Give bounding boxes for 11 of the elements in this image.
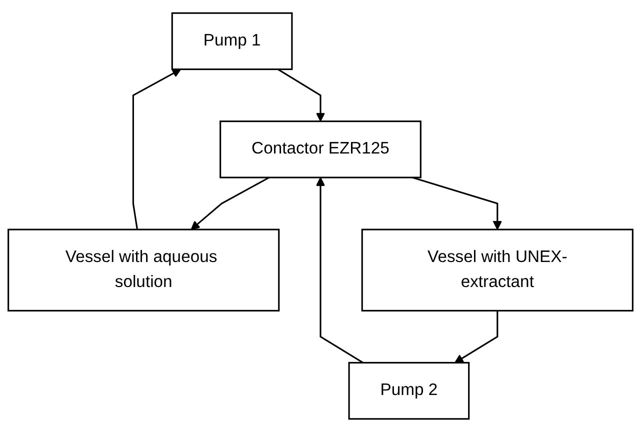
arrow [190, 176, 270, 230]
arrow [132, 68, 182, 230]
node-box: Pump 2 [348, 362, 470, 420]
node-box: Pump 1 [171, 12, 293, 70]
arrow [454, 310, 498, 364]
arrow [278, 68, 326, 122]
arrow [316, 177, 364, 364]
node-box: Vessel with UNEX-extractant [361, 228, 634, 312]
node-box: Contactor EZR125 [220, 120, 422, 178]
arrow [412, 176, 502, 230]
node-box: Vessel with aqueous solution [8, 228, 280, 312]
